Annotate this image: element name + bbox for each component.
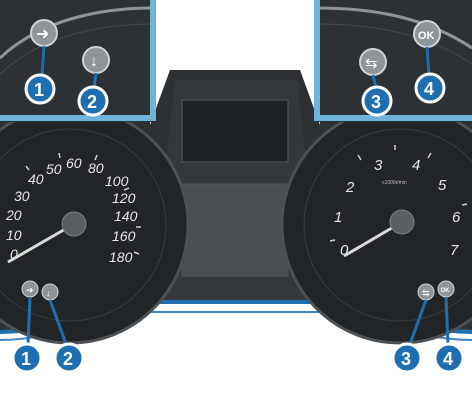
callout-4-top-label: 4 xyxy=(424,79,434,99)
inset-ok-label: OK xyxy=(418,30,435,42)
speed-tick-160: 160 xyxy=(112,228,136,244)
speed-tick-180: 180 xyxy=(109,249,133,265)
rpm-tick-2: 2 xyxy=(345,179,355,196)
back-arrow-icon: ⇆ xyxy=(365,55,378,72)
speed-tick-20: 20 xyxy=(5,207,22,223)
rpm-tick-4: 4 xyxy=(412,157,420,174)
top-left-inset: ➜ ↓ 1 2 xyxy=(0,0,156,122)
rpm-tick-3: 3 xyxy=(374,157,383,174)
speed-tick-30: 30 xyxy=(14,188,30,204)
rpm-tick-6: 6 xyxy=(452,209,461,226)
callout-1-top-label: 1 xyxy=(34,80,44,100)
rpm-tick-1: 1 xyxy=(334,209,342,226)
callout-1-bottom-label: 1 xyxy=(21,349,31,369)
arrow-down-icon: ↓ xyxy=(46,288,51,298)
rpm-tick-5: 5 xyxy=(438,177,447,194)
top-right-inset: ⇆ OK 3 4 xyxy=(314,0,472,122)
cluster-ok-label: OK xyxy=(441,288,451,294)
callout-3-bottom-label: 3 xyxy=(401,349,411,369)
callout-2-top-label: 2 xyxy=(87,92,97,112)
speed-tick-120: 120 xyxy=(112,190,136,206)
speed-tick-80: 80 xyxy=(88,160,104,176)
back-arrow-icon: ⇆ xyxy=(422,288,430,298)
callout-2-bottom-label: 2 xyxy=(63,349,73,369)
arrow-down-icon: ↓ xyxy=(90,53,98,70)
arrow-right-icon: ➜ xyxy=(36,26,49,43)
speedometer-hub xyxy=(62,212,86,236)
speed-tick-50: 50 xyxy=(46,161,62,177)
callout-4-bottom-label: 4 xyxy=(443,349,453,369)
arrow-right-icon: ➜ xyxy=(26,285,34,295)
speed-tick-60: 60 xyxy=(66,155,82,171)
speed-tick-140: 140 xyxy=(114,208,138,224)
rpm-tick-7: 7 xyxy=(450,242,459,259)
rpm-unit-label: x1000r/min xyxy=(382,180,407,186)
tachometer-hub xyxy=(390,210,414,234)
speed-tick-100: 100 xyxy=(105,173,129,189)
speed-tick-40: 40 xyxy=(28,171,44,187)
callout-3-top-label: 3 xyxy=(371,92,381,112)
speed-tick-10: 10 xyxy=(6,227,22,243)
